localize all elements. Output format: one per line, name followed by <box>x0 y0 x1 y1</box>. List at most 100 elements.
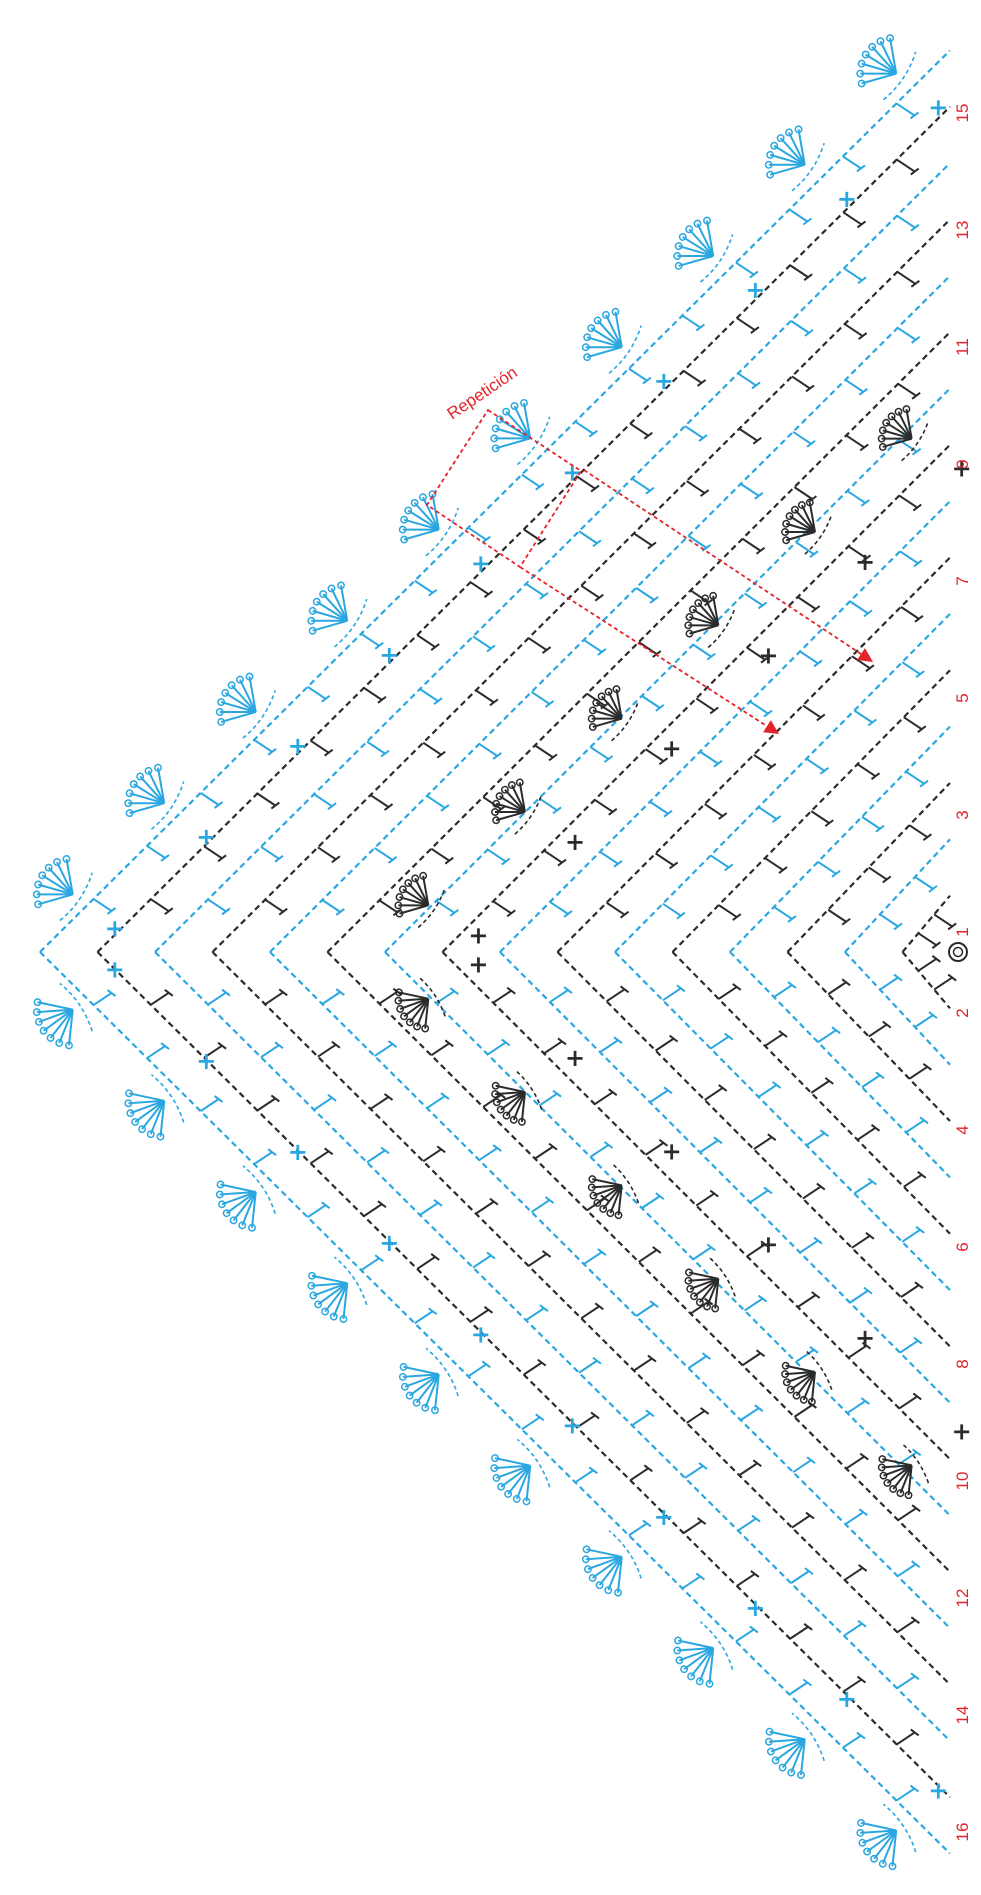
chain-row-8-lower <box>500 952 950 1403</box>
single-crochet-marks: ++++++++++++++++++++++++++++++++ <box>105 94 972 1805</box>
dc-stitch <box>539 798 561 813</box>
dc-stitch <box>739 1460 761 1475</box>
dc-stitch <box>898 1505 920 1520</box>
repeat-arrow-left <box>520 567 776 732</box>
dc-stitch <box>579 1358 601 1373</box>
dc-stitch <box>479 1145 501 1160</box>
dc-stitch <box>774 907 796 922</box>
dc-stitch <box>650 802 672 817</box>
dc-stitch <box>476 690 498 705</box>
dc-stitch <box>909 825 931 840</box>
dc-stitch <box>899 1393 921 1408</box>
dc-stitch <box>789 210 811 225</box>
dc-stitch <box>375 848 397 863</box>
dc-stitch <box>473 636 495 651</box>
dc-stitch <box>898 1561 920 1576</box>
dc-stitch <box>793 432 815 447</box>
dc-stitch <box>579 531 601 546</box>
dc-stitch <box>607 986 629 1001</box>
chain-row-14-lower <box>155 952 950 1741</box>
dc-stitch <box>682 316 704 331</box>
dc-stitch <box>261 847 283 862</box>
dc-stitch <box>420 689 442 704</box>
chain-row-6-upper <box>615 614 950 952</box>
dc-stitch <box>663 904 685 919</box>
shell-upper-8 <box>664 210 737 286</box>
dc-stitch <box>858 764 880 779</box>
dc-stitch <box>318 847 340 862</box>
dc-stitch <box>650 1087 672 1102</box>
sc-mark: + <box>654 367 674 395</box>
dc-stitch <box>843 156 865 171</box>
dc-stitch <box>575 422 597 437</box>
dc-stitch <box>737 318 759 333</box>
dc-stitch <box>364 688 386 703</box>
row-number-12: 12 <box>953 1589 972 1608</box>
row-numbers-odd: 13579111315 <box>953 104 972 937</box>
sc-mark: + <box>745 276 765 304</box>
dc-stitch <box>488 1039 510 1054</box>
dc-stitch <box>473 1253 495 1268</box>
chain-row-14-upper <box>155 163 950 952</box>
dc-stitch <box>532 1197 554 1212</box>
sc-mark: + <box>758 641 778 669</box>
dc-stitch <box>897 216 919 231</box>
sc-mark: + <box>662 735 682 763</box>
dc-stitch <box>739 429 761 444</box>
dc-stitch <box>636 1301 658 1316</box>
dc-stitch <box>900 1338 922 1353</box>
dc-stitch <box>909 1064 931 1079</box>
dc-stitch <box>790 265 812 280</box>
inner-shell-lower-4 <box>677 1254 739 1319</box>
dc-stitch <box>846 435 868 450</box>
row-number-16: 16 <box>953 1823 972 1842</box>
dc-stitch <box>897 160 919 175</box>
dc-stitch <box>745 1296 767 1311</box>
dc-stitch <box>719 905 741 920</box>
dc-stitch <box>898 384 920 399</box>
dc-stitch <box>743 539 765 554</box>
chain-row-11-upper <box>328 332 951 952</box>
dc-stitch <box>685 1463 707 1478</box>
dc-stitch <box>700 752 722 767</box>
dc-stitch <box>639 1247 661 1262</box>
dc-stitch <box>854 1179 876 1194</box>
dc-stitch <box>759 1082 781 1097</box>
dc-stitch <box>488 850 510 865</box>
dc-stitch <box>470 582 492 597</box>
sc-mark: + <box>855 1324 875 1352</box>
dc-stitch <box>254 1149 276 1164</box>
dc-stitch <box>750 1187 772 1202</box>
sc-mark: + <box>105 956 125 984</box>
sc-mark: + <box>562 1412 582 1440</box>
dc-stitch <box>719 984 741 999</box>
dc-stitch <box>791 321 813 336</box>
shell-lower-7 <box>573 1528 646 1604</box>
shell-lower-2 <box>115 1072 188 1148</box>
shell-upper-6 <box>481 392 554 468</box>
dc-stitch <box>844 268 866 283</box>
dc-stitch <box>900 551 922 566</box>
sc-mark: + <box>758 1231 778 1259</box>
dc-stitch <box>915 1012 937 1027</box>
row-number-7: 7 <box>953 576 972 585</box>
dc-stitch <box>696 1191 718 1206</box>
dc-stitch <box>590 1142 612 1157</box>
shell-lower-3 <box>207 1163 280 1239</box>
shell-lower-5 <box>390 1346 463 1422</box>
dc-stitch <box>774 982 796 997</box>
dc-stitch <box>906 1117 928 1132</box>
dc-stitch <box>738 1516 760 1531</box>
shell-lower-1 <box>24 981 97 1057</box>
dc-stitch <box>687 1408 709 1423</box>
dc-stitch <box>539 1091 561 1106</box>
dc-stitch <box>371 795 393 810</box>
dc-stitch <box>630 424 652 439</box>
dc-stitch <box>308 687 330 702</box>
dc-stitch <box>607 903 629 918</box>
row-number-11: 11 <box>953 338 972 356</box>
dc-stitch <box>629 369 651 384</box>
chain-row-1-lower <box>903 952 951 1008</box>
dc-stitch <box>862 817 884 832</box>
row-number-4: 4 <box>953 1125 972 1134</box>
